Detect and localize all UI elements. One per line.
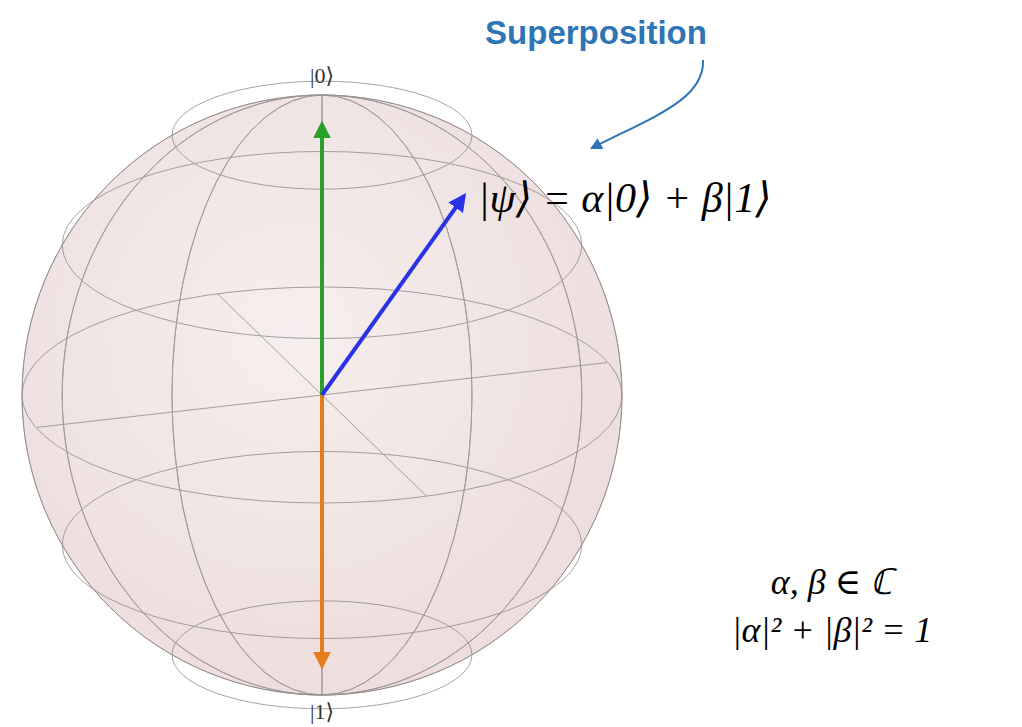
- basis-label-holder: |1⟩: [310, 699, 334, 725]
- state-equation-holder: |ψ⟩ = α|0⟩ + β|1⟩: [478, 173, 772, 222]
- basis-label: |1⟩: [310, 699, 334, 724]
- normalization-equation: |α|² + |β|² = 1: [732, 610, 933, 650]
- basis-label-holder: |0⟩: [310, 63, 334, 89]
- one-vector: [320, 395, 324, 666]
- state-equation: |ψ⟩ = α|0⟩ + β|1⟩: [478, 175, 772, 221]
- normalization-equation-holder: |α|² + |β|² = 1: [732, 609, 933, 651]
- zero-vector: [320, 124, 324, 395]
- coefficient-domain-holder: α, β ∈ ℂ: [771, 556, 893, 605]
- basis-label: |0⟩: [310, 63, 334, 88]
- coefficient-domain: α, β ∈ ℂ: [771, 562, 893, 602]
- callout-arrow: [592, 60, 703, 148]
- callout-title-holder: Superposition: [485, 14, 707, 52]
- callout-title: Superposition: [485, 14, 707, 51]
- state-vector: [322, 196, 464, 395]
